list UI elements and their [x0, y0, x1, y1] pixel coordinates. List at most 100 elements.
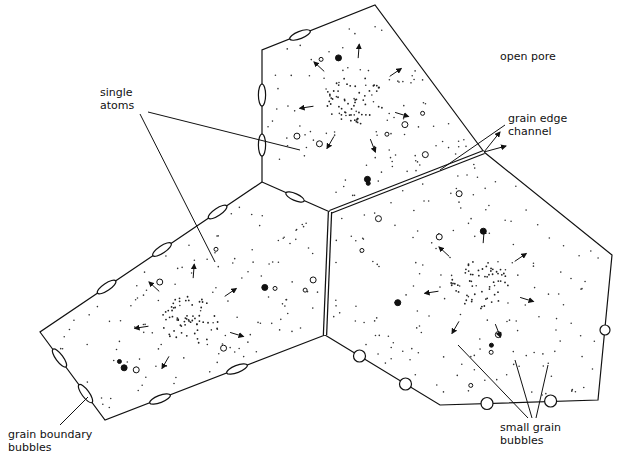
atom-dot: [169, 316, 171, 318]
atom-dot: [330, 97, 332, 99]
atom-dot: [286, 48, 288, 50]
atom-dot: [497, 280, 499, 282]
atom-dot: [333, 90, 335, 92]
atom-dot: [468, 263, 470, 265]
atom-dot: [388, 336, 390, 338]
atom-dot: [571, 390, 573, 392]
atom-dot: [425, 103, 427, 105]
atom-dot: [481, 291, 483, 293]
atom-dot: [176, 317, 178, 319]
atom-dot: [312, 253, 314, 255]
atom-dot: [206, 339, 208, 341]
atom-dot: [525, 209, 527, 211]
atom-dot: [174, 284, 176, 286]
atom-dot: [556, 318, 558, 320]
atom-dot: [563, 304, 565, 306]
atom-dot: [411, 348, 413, 350]
atom-dot: [389, 79, 391, 81]
atom-dot: [291, 281, 293, 283]
diffusion-arrow: [300, 106, 314, 108]
atom-dot: [490, 270, 492, 272]
atom-dot: [336, 82, 338, 84]
atom-dot: [581, 288, 583, 290]
atom-dot: [304, 134, 306, 136]
atom-dot: [229, 347, 231, 349]
atom-dot: [388, 149, 390, 151]
atom-dot: [143, 294, 145, 296]
atom-dot: [135, 299, 137, 301]
atom-dot: [411, 75, 413, 77]
atom-dot: [468, 390, 470, 392]
callout-label: single atoms: [100, 86, 150, 112]
atom-dot: [560, 271, 562, 273]
atom-dot: [506, 321, 508, 323]
atom-dot: [217, 328, 219, 330]
atom-dot: [460, 314, 462, 316]
atom-dot: [439, 286, 441, 288]
atom-dot: [69, 329, 71, 331]
atom-dot: [165, 255, 167, 257]
atom-dot: [188, 299, 190, 301]
atom-dot: [510, 220, 512, 222]
atom-dot: [414, 70, 416, 72]
atom-dot: [199, 301, 201, 303]
atom-dot: [533, 262, 535, 264]
atom-dot: [234, 258, 236, 260]
atom-dot: [339, 312, 341, 314]
atom-dot: [317, 291, 319, 293]
atom-dot: [144, 271, 146, 273]
atom-dot: [381, 29, 383, 31]
atom-dot: [413, 285, 415, 287]
atom-dot: [110, 398, 112, 400]
atom-dot: [402, 190, 404, 192]
atom-dot: [355, 305, 357, 307]
atom-dot: [207, 344, 209, 346]
atom-dot: [214, 252, 216, 254]
atom-dot: [381, 107, 383, 109]
atom-dot: [206, 302, 208, 304]
atom-dot: [493, 281, 495, 283]
atom-dot: [443, 356, 445, 358]
atom-dot: [474, 369, 476, 371]
atom-dot: [415, 170, 417, 172]
diffusion-arrow: [314, 62, 324, 72]
atom-dot: [272, 120, 274, 122]
atom-dot: [448, 147, 450, 149]
atom-dot: [173, 307, 175, 309]
atom-dot: [580, 335, 582, 337]
diffusion-arrow: [225, 288, 237, 296]
small-grain-bubble: [262, 284, 268, 290]
atom-dot: [341, 218, 343, 220]
atom-dot: [194, 333, 196, 335]
atom-dot: [394, 225, 396, 227]
atom-dot: [542, 365, 544, 367]
atom-dot: [388, 113, 390, 115]
atom-dot: [455, 290, 457, 292]
atom-dot: [385, 362, 387, 364]
atom-dot: [442, 141, 444, 143]
atom-dot: [272, 261, 274, 263]
atom-dot: [286, 137, 288, 139]
atom-dot: [451, 284, 453, 286]
diffusion-arrow: [515, 253, 527, 261]
atom-dot: [458, 146, 460, 148]
atom-dot: [279, 158, 281, 160]
atom-dot: [423, 200, 425, 202]
atom-dot: [376, 317, 378, 319]
atom-dot: [364, 104, 366, 106]
atom-dot: [194, 318, 196, 320]
small-grain-bubble: [469, 383, 473, 387]
atom-dot: [504, 275, 506, 277]
atom-dot: [134, 326, 136, 328]
atom-dot: [347, 103, 349, 105]
atom-dot: [492, 273, 494, 275]
small-grain-bubble: [214, 247, 218, 251]
atom-dot: [327, 91, 329, 93]
small-grain-bubble: [221, 345, 227, 351]
atom-dot: [444, 298, 446, 300]
atom-dot: [406, 171, 408, 173]
atom-dot: [571, 389, 573, 391]
small-grain-bubble: [421, 111, 425, 115]
atom-dot: [449, 257, 451, 259]
atom-dot: [363, 238, 365, 240]
